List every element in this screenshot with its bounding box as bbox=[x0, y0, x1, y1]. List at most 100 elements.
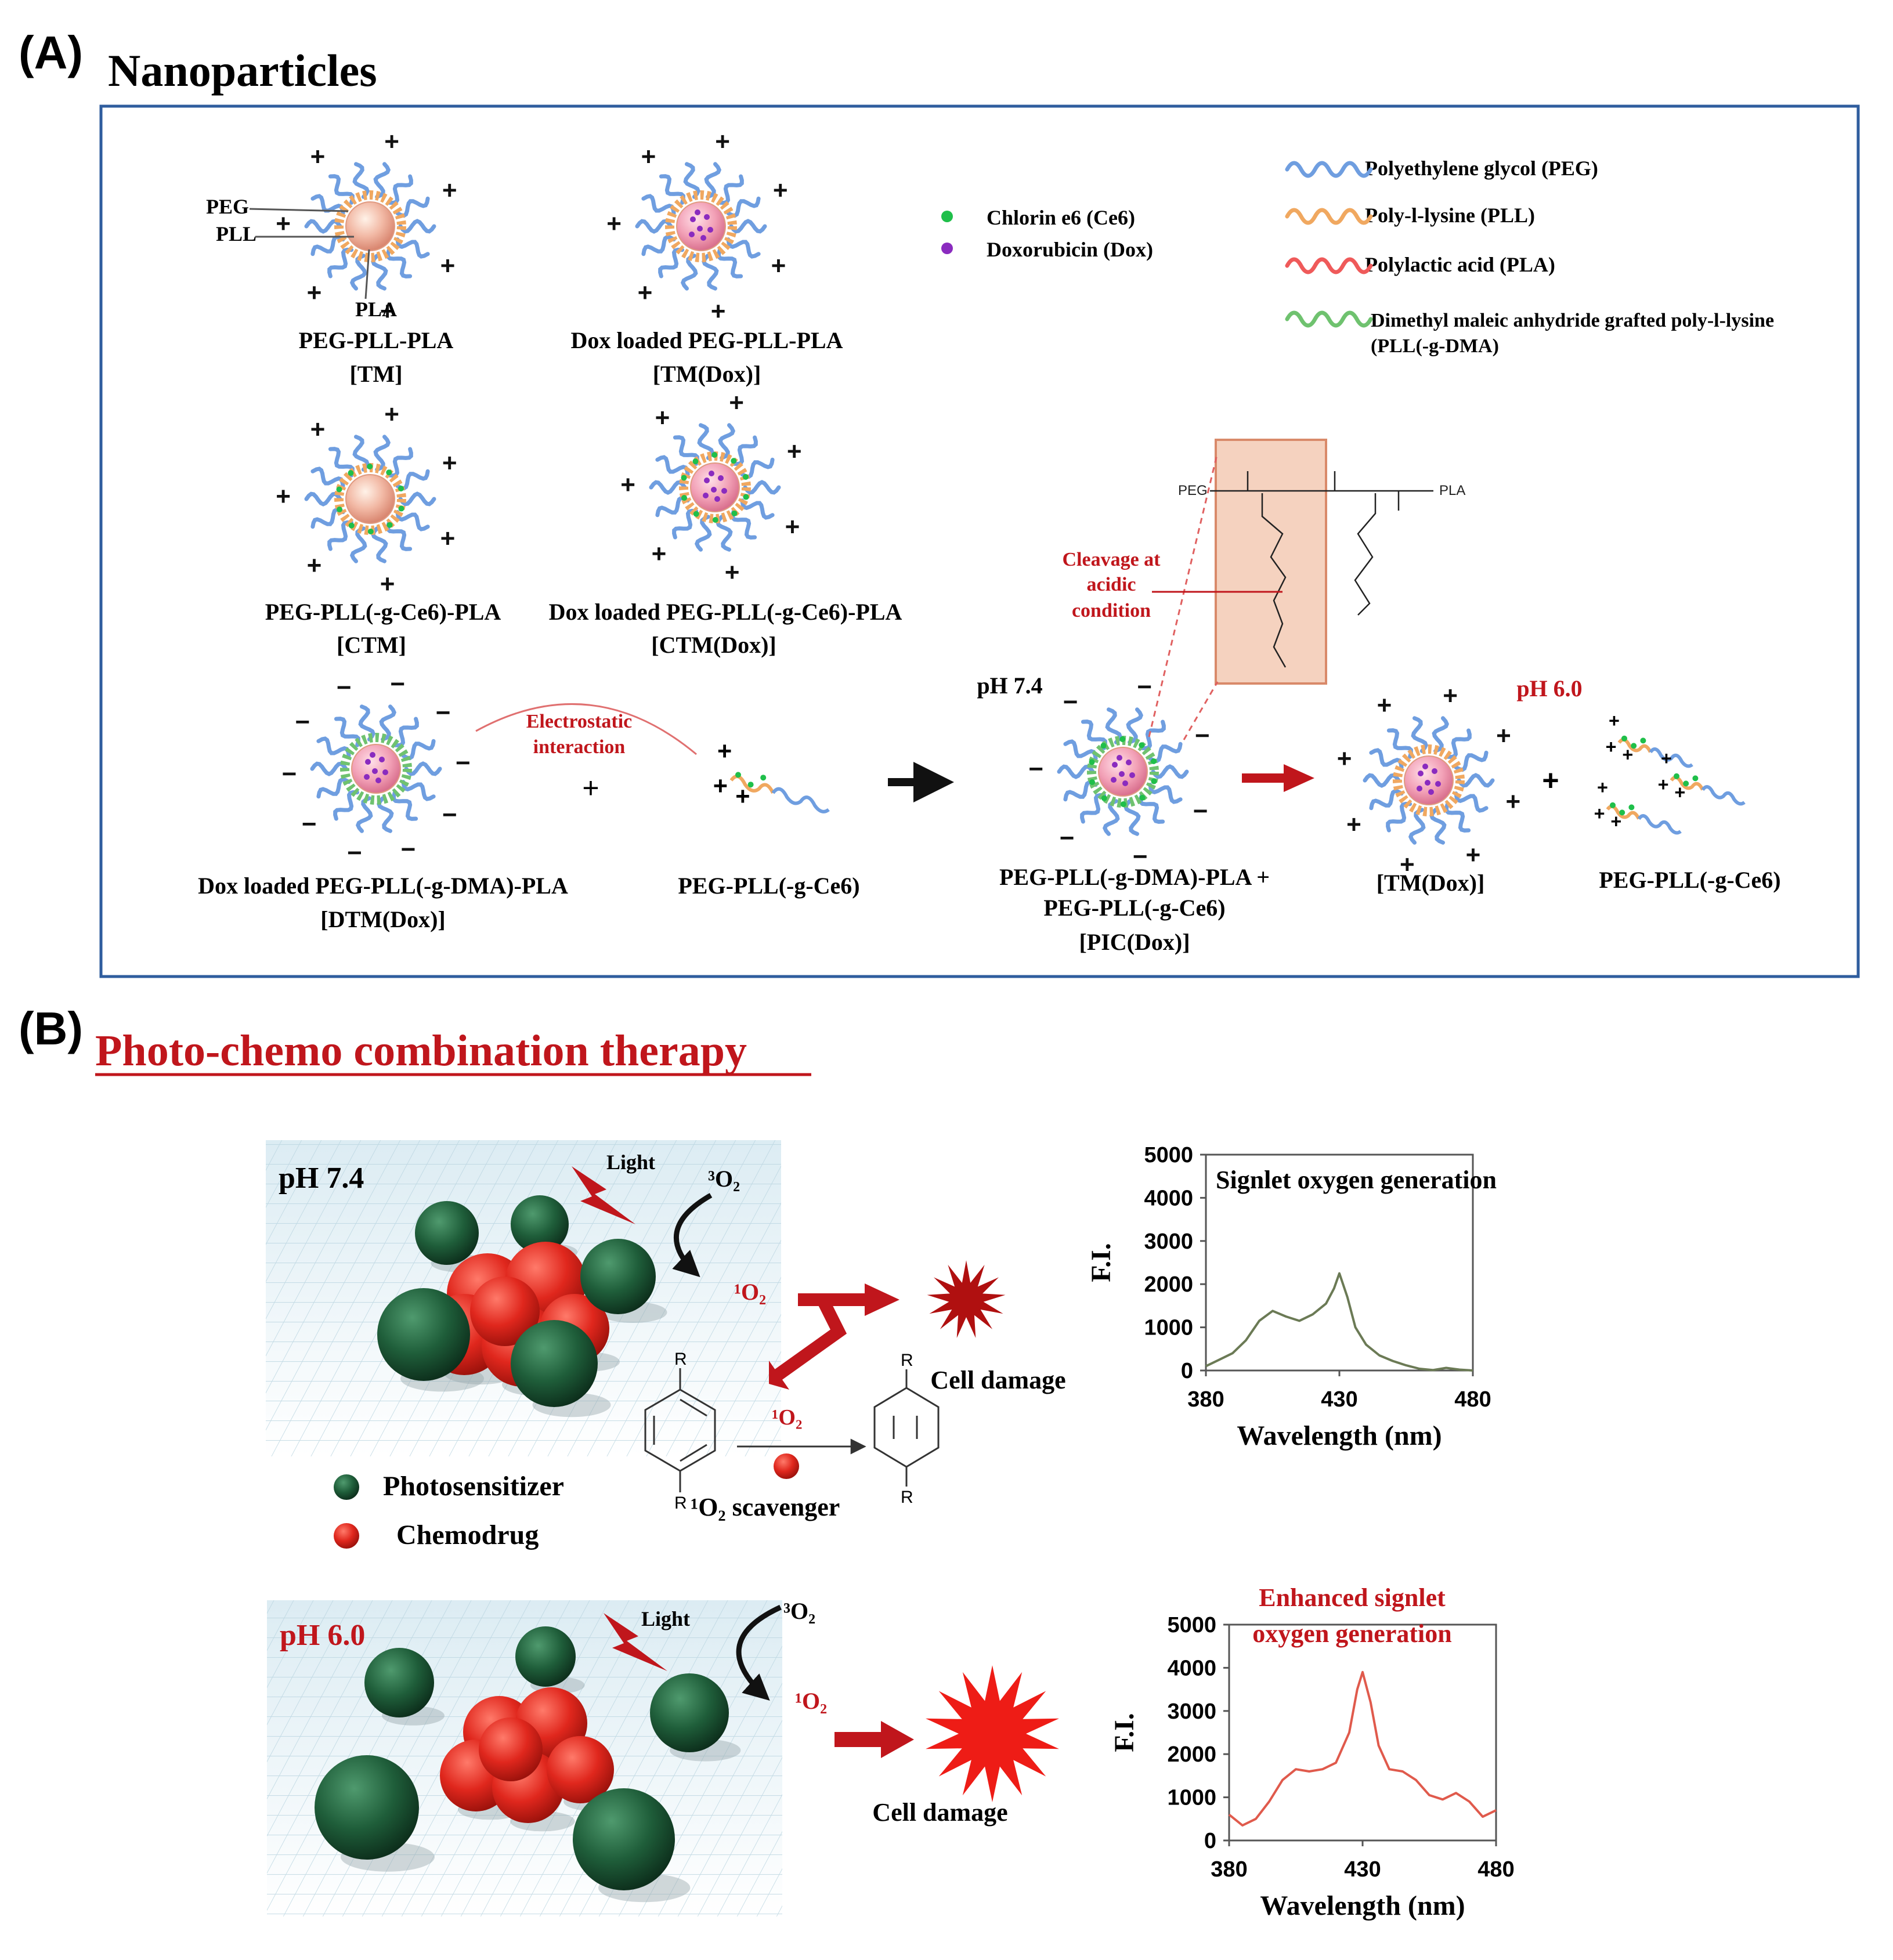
surface-charge: + bbox=[1606, 736, 1617, 757]
ce6-molecule bbox=[1101, 795, 1107, 801]
panel-a-title: Nanoparticles bbox=[108, 45, 377, 96]
surface-charge: + bbox=[1496, 721, 1511, 750]
photosensitizer-sphere bbox=[580, 1239, 656, 1314]
dox-molecule bbox=[690, 216, 696, 222]
electrostatic-arc bbox=[475, 703, 697, 755]
endoperoxide-r-top: R bbox=[901, 1351, 913, 1370]
peg-chain bbox=[1151, 764, 1189, 779]
peg-segment bbox=[771, 787, 830, 813]
endoperoxide-ring bbox=[873, 1387, 940, 1468]
y-axis-label: F.I. bbox=[1086, 1243, 1117, 1282]
ce6-polymer-chains: ++++++++++++ bbox=[713, 710, 1746, 835]
peg-segment bbox=[1649, 747, 1693, 768]
scene-ph74-label: pH 7.4 bbox=[279, 1162, 364, 1195]
peg-chain bbox=[1429, 808, 1447, 845]
dox-molecule bbox=[697, 226, 703, 232]
chem-pla-label: PLA bbox=[1439, 483, 1465, 498]
peg-chain bbox=[395, 237, 430, 259]
scene-ph74-fork-arrow bbox=[769, 1283, 899, 1390]
cleavage-label-1: Cleavage at bbox=[1062, 549, 1161, 570]
peg-chain bbox=[352, 435, 370, 472]
dox-molecule bbox=[711, 487, 717, 493]
photosensitizer-sphere bbox=[511, 1195, 569, 1253]
surface-charge: − bbox=[1133, 842, 1148, 871]
peg-chain bbox=[726, 237, 761, 259]
pic-line-1: PEG-PLL(-g-DMA)-PLA + bbox=[999, 864, 1270, 890]
ce6-molecule bbox=[693, 511, 699, 517]
ce6-molecule bbox=[336, 507, 342, 513]
peg-chain bbox=[304, 219, 342, 234]
y-tick-label: 4000 bbox=[1144, 1186, 1193, 1210]
ce6-molecule bbox=[367, 464, 373, 470]
surface-charge: + bbox=[440, 252, 456, 280]
tm-name: PEG-PLL-PLA bbox=[299, 327, 454, 353]
peg-chain bbox=[334, 717, 360, 747]
peg-chain bbox=[349, 526, 367, 563]
pic-abbr: [PIC(Dox)] bbox=[1079, 929, 1190, 955]
tm-dox-abbr: [TM(Dox)] bbox=[653, 361, 761, 387]
polymer-legend-squiggle bbox=[1285, 310, 1373, 328]
dox-molecule bbox=[364, 774, 370, 780]
x-axis-label: Wavelength (nm) bbox=[1237, 1420, 1442, 1451]
ce6-molecule bbox=[367, 528, 374, 534]
ce6-molecule bbox=[711, 452, 718, 458]
pll-shell bbox=[340, 733, 412, 805]
surface-charge: − bbox=[1193, 797, 1208, 826]
peg-chain bbox=[398, 491, 436, 507]
pla-core bbox=[345, 474, 395, 524]
dox-molecule bbox=[718, 475, 724, 481]
peg-chain bbox=[1148, 783, 1183, 804]
y-tick-label: 4000 bbox=[1167, 1656, 1216, 1680]
peg-chain bbox=[649, 480, 687, 495]
ce6-molecule bbox=[760, 775, 767, 781]
cleavage-dashed-lines bbox=[1148, 452, 1219, 740]
peg-chain bbox=[717, 174, 744, 205]
peg-chain bbox=[1057, 764, 1095, 779]
ce6-molecule bbox=[1619, 809, 1625, 816]
surface-charge: + bbox=[276, 209, 291, 238]
y-tick-label: 3000 bbox=[1167, 1699, 1216, 1724]
dox-molecule bbox=[1425, 780, 1430, 786]
ph74-label: pH 7.4 bbox=[977, 672, 1042, 699]
peg-chain bbox=[743, 480, 781, 495]
peg-chain bbox=[386, 520, 413, 551]
ce6-molecule bbox=[348, 470, 354, 476]
peg-chain bbox=[1063, 780, 1098, 802]
ctm-dox-name: Dox loaded PEG-PLL(-g-Ce6)-PLA bbox=[549, 599, 902, 625]
dox-molecule bbox=[689, 232, 695, 237]
peg-chain bbox=[726, 196, 761, 218]
peg-chain bbox=[1445, 728, 1472, 760]
peg-chain bbox=[404, 761, 442, 776]
peg-chain bbox=[1363, 773, 1401, 788]
surface-charge: − bbox=[281, 760, 297, 789]
peg-chain bbox=[304, 491, 342, 507]
chem-side-chain-2 bbox=[1354, 493, 1377, 616]
peg-chain bbox=[377, 796, 394, 833]
surface-charge: + bbox=[715, 128, 730, 156]
ce6-molecule bbox=[1089, 759, 1095, 765]
chemodrug-sphere bbox=[470, 1276, 540, 1346]
surface-charge: − bbox=[295, 708, 310, 736]
surface-charge: + bbox=[1505, 787, 1520, 816]
peg-pll-ce6-name: PEG-PLL(-g-Ce6) bbox=[678, 873, 859, 899]
peg-chain bbox=[731, 435, 758, 467]
surface-charge: + bbox=[1337, 744, 1352, 773]
pll-shell bbox=[1393, 744, 1465, 816]
tm-abbr: [TM] bbox=[349, 361, 402, 387]
nanoparticle-dtm-dox: −−−−−−−−−− bbox=[281, 670, 470, 867]
dox-molecule bbox=[695, 209, 700, 215]
surface-charge: + bbox=[442, 449, 457, 477]
polymer-legend-squiggle bbox=[1285, 257, 1373, 274]
polymer-legend-squiggle bbox=[1285, 161, 1373, 178]
electrostatic-label-2: interaction bbox=[533, 736, 626, 758]
chart-title-line-1: Enhanced signlet bbox=[1259, 1583, 1446, 1612]
peg-chain bbox=[740, 498, 775, 520]
ce6-molecule bbox=[735, 772, 741, 778]
surface-charge: − bbox=[1195, 721, 1210, 750]
surface-charge: + bbox=[785, 513, 800, 541]
ce6-molecule bbox=[681, 495, 687, 501]
scavenger-r-bottom: R bbox=[674, 1493, 687, 1513]
peg-chain bbox=[1123, 799, 1141, 836]
